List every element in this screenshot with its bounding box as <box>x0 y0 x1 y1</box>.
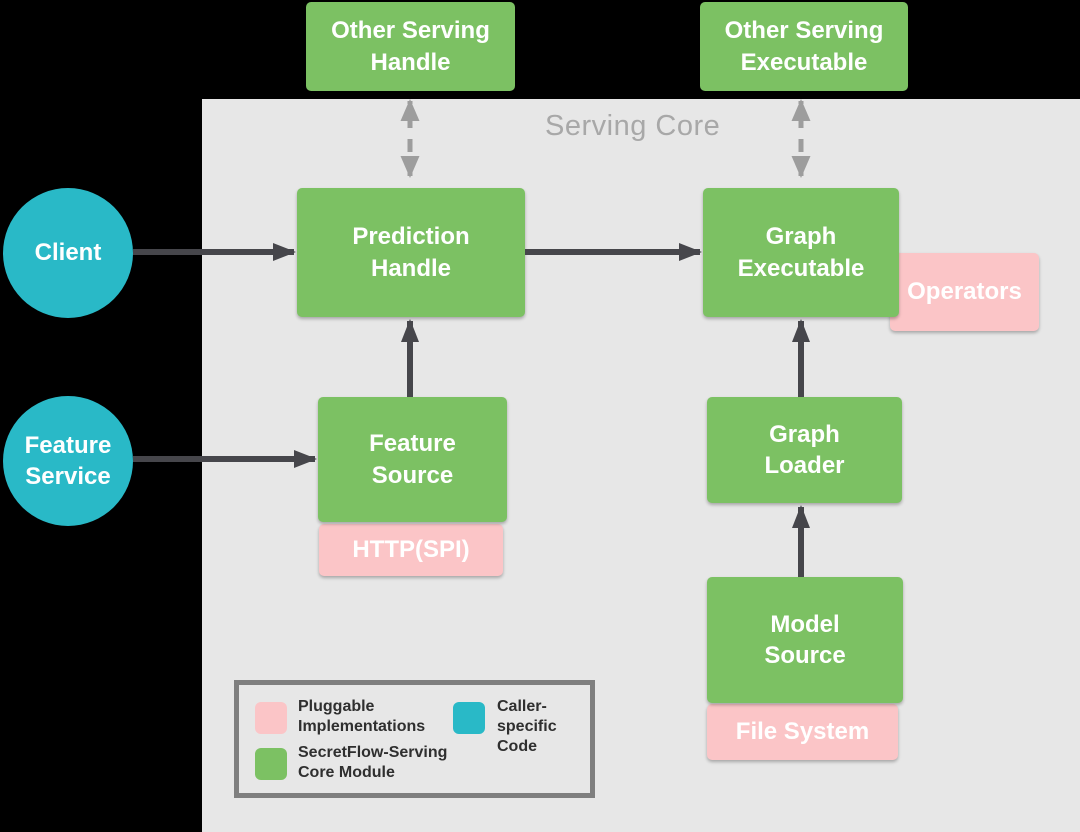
node-other-serving-handle: Other Serving Handle <box>306 2 515 91</box>
node-file-system: File System <box>707 704 898 760</box>
node-operators: Operators <box>890 253 1039 331</box>
node-label: File System <box>735 718 870 746</box>
legend-label-core: SecretFlow-Serving Core Module <box>298 743 447 783</box>
node-http-spi: HTTP(SPI) <box>319 524 503 576</box>
node-client: Client <box>3 188 133 318</box>
node-label-line: Graph <box>765 223 837 251</box>
node-graph-executable: Graph Executable <box>703 188 899 317</box>
node-prediction-handle: Prediction Handle <box>297 188 525 317</box>
node-label: HTTP(SPI) <box>352 536 470 564</box>
legend-label-line: Pluggable <box>298 698 375 715</box>
legend-label-caller: Caller-specific Code <box>497 697 590 757</box>
legend-swatch-core <box>255 748 287 780</box>
node-label-line: Model <box>770 610 840 638</box>
node-label: Graph Executable <box>738 221 865 283</box>
node-label-line: Service <box>25 463 111 490</box>
node-label: Client <box>34 239 102 267</box>
node-other-serving-executable: Other Serving Executable <box>700 2 908 91</box>
node-label-line: Feature <box>369 430 456 458</box>
node-feature-service: Feature Service <box>3 396 133 526</box>
node-label-line: Graph <box>769 420 840 448</box>
node-label-line: Handle <box>370 254 451 282</box>
legend: Pluggable Implementations Caller-specifi… <box>234 680 595 798</box>
node-label: Model Source <box>764 609 845 671</box>
node-label-line: Source <box>371 461 454 489</box>
legend-label-line: Implementations <box>298 718 426 735</box>
node-label-line: Other Serving <box>331 17 490 45</box>
legend-label-line: Code <box>497 738 537 755</box>
node-label-line: Other Serving <box>724 17 884 45</box>
legend-label-pluggable: Pluggable Implementations <box>298 697 425 737</box>
legend-swatch-caller <box>453 702 485 734</box>
node-model-source: Model Source <box>707 577 903 703</box>
node-label: Feature Source <box>369 428 456 490</box>
legend-label-line: SecretFlow-Serving <box>298 744 448 761</box>
serving-core-title: Serving Core <box>545 110 721 142</box>
legend-label-line: Core Module <box>298 764 395 781</box>
node-label: Other Serving Executable <box>725 15 884 77</box>
node-label-line: Loader <box>764 452 845 479</box>
node-label: Graph Loader <box>764 419 844 481</box>
node-label-line: Source <box>764 642 846 669</box>
node-feature-source: Feature Source <box>318 397 507 522</box>
node-label: Other Serving Handle <box>331 15 490 77</box>
node-label-line: Handle <box>370 48 451 76</box>
node-label: Operators <box>907 278 1022 306</box>
node-label-line: Prediction <box>352 223 470 251</box>
node-label: Prediction Handle <box>352 221 469 283</box>
legend-swatch-pluggable <box>255 702 287 734</box>
node-label-line: Executable <box>740 48 868 76</box>
legend-label-line: Caller-specific <box>497 698 557 735</box>
node-graph-loader: Graph Loader <box>707 397 902 503</box>
node-label-line: Feature <box>24 431 112 459</box>
node-label: Feature Service <box>25 430 112 492</box>
node-label-line: Executable <box>737 254 865 282</box>
